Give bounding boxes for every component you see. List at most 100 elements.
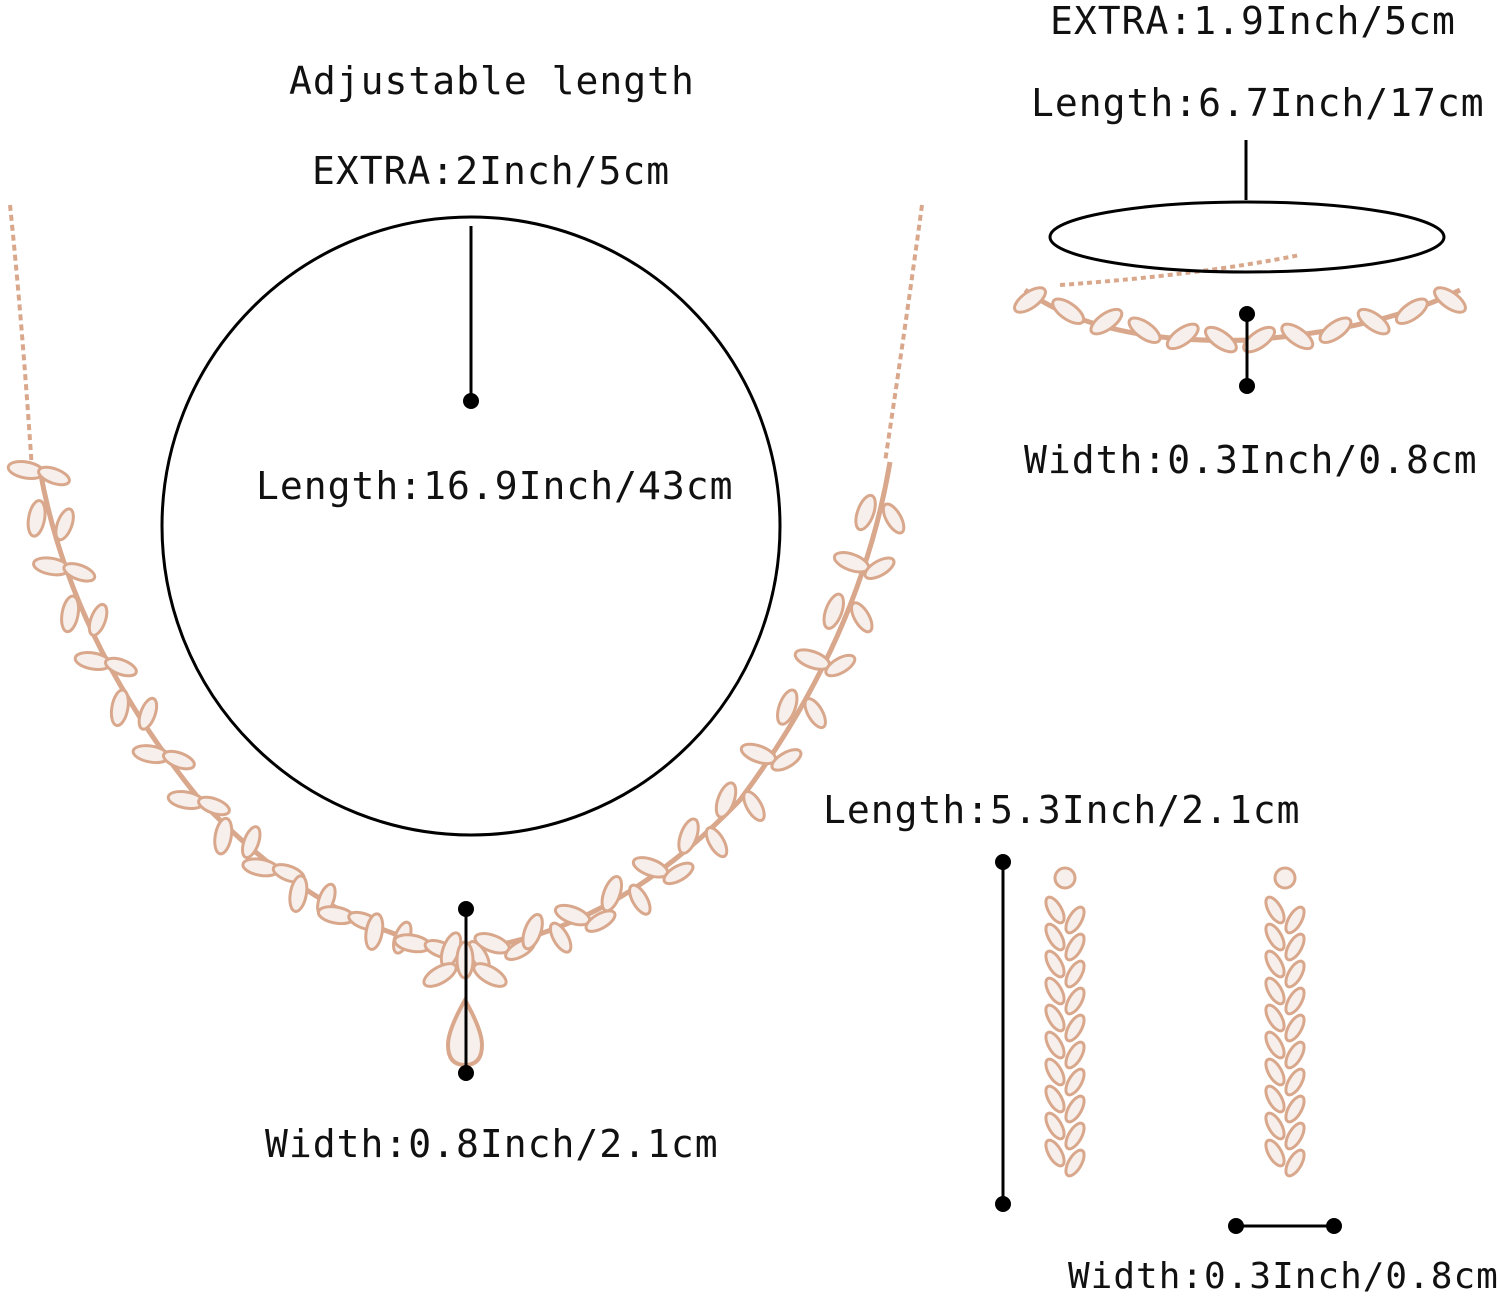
crystal-leaf — [161, 749, 196, 771]
crystal-leaf — [677, 817, 700, 855]
crystal-leaf — [472, 962, 508, 988]
earring-length-dot-bottom — [995, 1196, 1011, 1212]
crystal-leaf — [1044, 976, 1066, 1006]
earring-stud — [1053, 866, 1077, 890]
crystal-leaf — [1284, 959, 1306, 989]
crystal-leaf — [1044, 922, 1066, 952]
crystal-leaf — [1394, 297, 1429, 325]
crystal-leaf — [37, 465, 71, 487]
necklace-chain-left — [8, 204, 34, 471]
earring-right — [1264, 866, 1306, 1178]
crystal-leaf — [1064, 1094, 1086, 1124]
necklace-adjustable-label: Adjustable length — [289, 59, 695, 103]
crystal-leaf — [1318, 316, 1353, 344]
necklace-leaves — [6, 460, 906, 988]
crystal-leaf — [1165, 322, 1200, 351]
crystal-leaf — [1203, 325, 1238, 354]
crystal-leaf — [1284, 1094, 1306, 1124]
crystal-leaf — [1051, 297, 1086, 325]
crystal-leaf — [1280, 322, 1315, 351]
necklace-length-label: Length:16.9Inch/43cm — [256, 464, 734, 508]
crystal-leaf — [1284, 1040, 1306, 1070]
crystal-leaf — [54, 507, 75, 542]
crystal-leaf — [1264, 949, 1286, 979]
crystal-leaf — [1044, 1030, 1066, 1060]
crystal-leaf — [822, 592, 845, 630]
crystal-leaf — [742, 790, 766, 822]
crystal-leaf — [776, 688, 799, 726]
crystal-leaf — [1264, 895, 1286, 925]
bracelet-leaves — [1013, 286, 1467, 354]
crystal-leaf — [1064, 1067, 1086, 1097]
crystal-leaf — [240, 825, 262, 860]
crystal-leaf — [1064, 905, 1086, 935]
crystal-leaf — [881, 502, 906, 535]
crystal-leaf — [1284, 986, 1306, 1016]
crystal-leaf — [1284, 1067, 1306, 1097]
crystal-leaf — [1064, 932, 1086, 962]
crystal-leaf — [1044, 1003, 1066, 1033]
crystal-leaf — [854, 493, 877, 532]
crystal-leaf — [704, 826, 729, 859]
crystal-leaf — [1284, 1148, 1306, 1178]
crystal-leaf — [197, 795, 231, 817]
crystal-leaf — [62, 562, 97, 583]
crystal-leaf — [1264, 1057, 1286, 1087]
earring-length-label: Length:5.3Inch/2.1cm — [823, 788, 1301, 832]
earring-width-dot-right — [1326, 1218, 1342, 1234]
crystal-leaf — [213, 816, 234, 856]
crystal-leaf — [662, 861, 695, 886]
crystal-leaf — [1044, 1084, 1066, 1114]
crystal-leaf — [1356, 307, 1391, 336]
crystal-leaf — [1284, 1121, 1306, 1151]
crystal-leaf — [87, 602, 109, 637]
crystal-leaf — [1064, 1121, 1086, 1151]
crystal-leaf — [1242, 325, 1277, 354]
necklace-width-label: Width:0.8Inch/2.1cm — [265, 1122, 719, 1166]
crystal-leaf — [288, 874, 309, 913]
earring-left — [1044, 866, 1086, 1178]
crystal-leaf — [104, 656, 138, 678]
crystal-leaf — [1264, 1003, 1286, 1033]
bracelet-length-ellipse — [1048, 200, 1446, 274]
necklace-leaf-strand — [37, 461, 893, 953]
crystal-leaf — [1127, 316, 1162, 344]
bracelet-extra-label: EXTRA:1.9Inch/5cm — [1050, 0, 1456, 43]
crystal-leaf — [1284, 1013, 1306, 1043]
crystal-leaf — [1264, 922, 1286, 952]
crystal-leaf — [1064, 1013, 1086, 1043]
earring-width-label: Width:0.3Inch/0.8cm — [1068, 1256, 1499, 1297]
crystal-leaf — [850, 601, 874, 634]
crystal-leaf — [1064, 1040, 1086, 1070]
crystal-leaf — [1264, 1138, 1286, 1168]
crystal-leaf — [1264, 976, 1286, 1006]
crystal-leaf — [1089, 307, 1124, 336]
necklace-chain-right — [883, 204, 924, 463]
crystal-leaf — [824, 653, 857, 678]
bracelet-width-dot-bottom — [1239, 378, 1255, 394]
earring-stud — [1273, 866, 1297, 890]
crystal-leaf — [1433, 286, 1467, 314]
crystal-leaf — [1064, 1148, 1086, 1178]
crystal-leaf — [109, 688, 130, 728]
necklace-length-circle — [160, 215, 782, 837]
earring-width-dot-left — [1228, 1218, 1244, 1234]
bracelet-chain — [1059, 253, 1301, 287]
crystal-leaf — [422, 962, 458, 988]
crystal-leaf — [1264, 1030, 1286, 1060]
bracelet-width-label: Width:0.3Inch/0.8cm — [1024, 438, 1478, 482]
crystal-leaf — [137, 696, 159, 731]
crystal-leaf — [1013, 286, 1047, 314]
necklace-length-dot — [463, 393, 479, 409]
crystal-leaf — [1064, 986, 1086, 1016]
crystal-leaf — [628, 883, 652, 916]
crystal-leaf — [600, 875, 624, 913]
crystal-leaf — [1264, 1111, 1286, 1141]
necklace-extra-label: EXTRA:2Inch/5cm — [312, 149, 671, 193]
crystal-leaf — [584, 909, 617, 933]
crystal-leaf — [1044, 1138, 1066, 1168]
crystal-leaf — [1044, 895, 1066, 925]
crystal-leaf — [1284, 905, 1306, 935]
bracelet-length-label: Length:6.7Inch/17cm — [1031, 81, 1485, 125]
